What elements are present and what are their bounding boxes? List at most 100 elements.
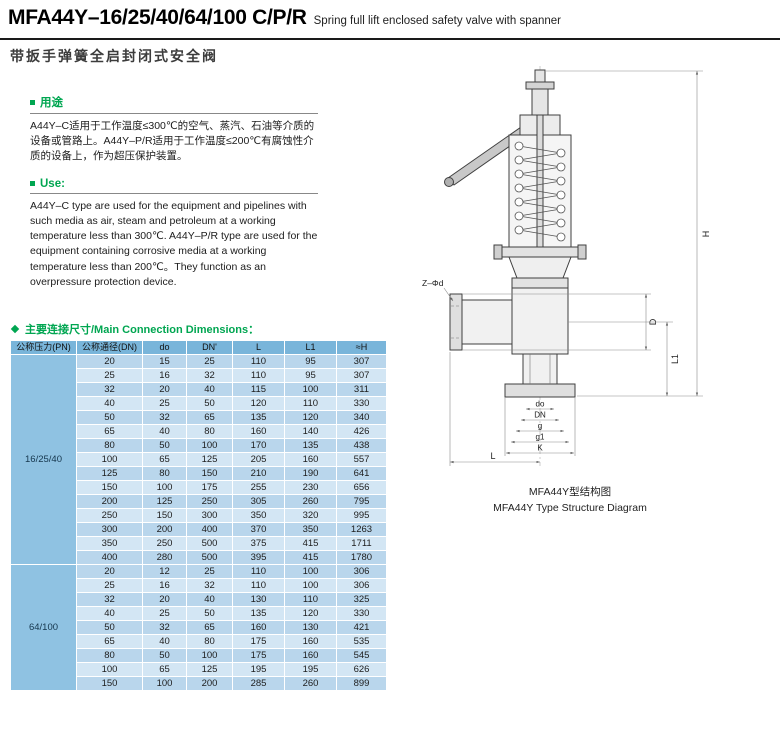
table-cell: 110 (232, 368, 285, 383)
table-cell: 375 (232, 536, 285, 551)
table-cell: 25 (76, 578, 143, 593)
table-cell: 307 (336, 368, 387, 383)
page-subtitle-zh: 带扳手弹簧全启封闭式安全阀 (10, 48, 218, 64)
table-cell: 65 (142, 452, 187, 467)
table-cell: 65 (142, 662, 187, 677)
table-cell: 50 (142, 648, 187, 663)
table-cell: 300 (186, 508, 233, 523)
table-cell: 32 (186, 578, 233, 593)
table-cell: 80 (142, 466, 187, 481)
dim-label-D: D (648, 318, 658, 325)
detail-lines (451, 305, 551, 384)
valve-body-group (444, 69, 587, 398)
table-cell: 1263 (336, 522, 387, 537)
table-cell: 160 (232, 620, 285, 635)
table-cell: 195 (284, 662, 337, 677)
dimension-labels: H D L1 L Z–Φd do DN g g1 K (422, 231, 711, 461)
dim-label-g1: g1 (536, 433, 545, 442)
column-header: 公称压力(PN) (10, 340, 77, 355)
table-cell: 899 (336, 676, 387, 691)
housing-flange (500, 246, 580, 258)
dim-label-do: do (536, 400, 545, 409)
table-cell: 100 (186, 438, 233, 453)
table-cell: 280 (142, 550, 187, 565)
table-cell: 65 (186, 410, 233, 425)
table-cell: 626 (336, 662, 387, 677)
table-cell: 40 (186, 382, 233, 397)
table-cell: 340 (336, 410, 387, 425)
table-cell: 795 (336, 494, 387, 509)
table-cell: 160 (284, 452, 337, 467)
table-cell: 40 (76, 396, 143, 411)
table-cell: 20 (142, 592, 187, 607)
table-cell: 65 (76, 634, 143, 649)
table-cell: 100 (142, 480, 187, 495)
table-cell: 995 (336, 508, 387, 523)
intro-column: 用途 A44Y–C适用于工作温度≤300℃的空气、蒸汽、石油等介质的设备或管路上… (30, 94, 318, 303)
table-cell: 320 (284, 508, 337, 523)
table-cell: 500 (186, 536, 233, 551)
valve-structure-drawing: H D L1 L Z–Φd do DN g g1 K (422, 66, 711, 466)
table-cell: 150 (142, 508, 187, 523)
table-cell: 80 (186, 424, 233, 439)
column-header: ≈H (336, 340, 387, 355)
table-cell: 545 (336, 648, 387, 663)
table-cell: 160 (284, 634, 337, 649)
table-cell: 25 (142, 606, 187, 621)
table-cell: 330 (336, 606, 387, 621)
spring-coil (514, 141, 566, 242)
table-cell: 325 (336, 592, 387, 607)
table-cell: 50 (142, 438, 187, 453)
table-cell: 400 (76, 550, 143, 565)
column-header: 公称通径(DN) (76, 340, 143, 355)
table-cell: 120 (232, 396, 285, 411)
pressure-group-label: 64/100 (10, 564, 77, 691)
table-cell: 426 (336, 424, 387, 439)
table-cell: 250 (142, 536, 187, 551)
table-cell: 641 (336, 466, 387, 481)
table-cell: 500 (186, 550, 233, 565)
table-cell: 350 (76, 536, 143, 551)
table-cell: 16 (142, 578, 187, 593)
table-cell: 100 (284, 578, 337, 593)
dim-label-L: L (490, 451, 495, 461)
table-cell: 20 (142, 382, 187, 397)
column-header: L (232, 340, 285, 355)
dim-label-g: g (538, 422, 542, 431)
table-cell: 350 (232, 508, 285, 523)
table-cell: 307 (336, 354, 387, 369)
table-cell: 115 (232, 382, 285, 397)
table-cell: 438 (336, 438, 387, 453)
inlet-flange (504, 383, 576, 398)
column-header: DN' (186, 340, 233, 355)
table-cell: 175 (232, 634, 285, 649)
table-cell: 415 (284, 550, 337, 565)
table-cell: 50 (186, 606, 233, 621)
inlet-neck (522, 353, 558, 385)
table-cell: 110 (232, 354, 285, 369)
table-cell: 175 (232, 648, 285, 663)
table-cell: 260 (284, 676, 337, 691)
table-cell: 125 (186, 662, 233, 677)
table-cell: 421 (336, 620, 387, 635)
table-cell: 135 (232, 410, 285, 425)
table-cell: 250 (76, 508, 143, 523)
table-cell: 32 (76, 382, 143, 397)
table-cell: 135 (284, 438, 337, 453)
table-cell: 160 (232, 424, 285, 439)
header-divider (0, 38, 780, 40)
table-cell: 40 (76, 606, 143, 621)
table-cell: 230 (284, 480, 337, 495)
table-cell: 125 (76, 466, 143, 481)
dim-label-K: K (537, 444, 543, 453)
